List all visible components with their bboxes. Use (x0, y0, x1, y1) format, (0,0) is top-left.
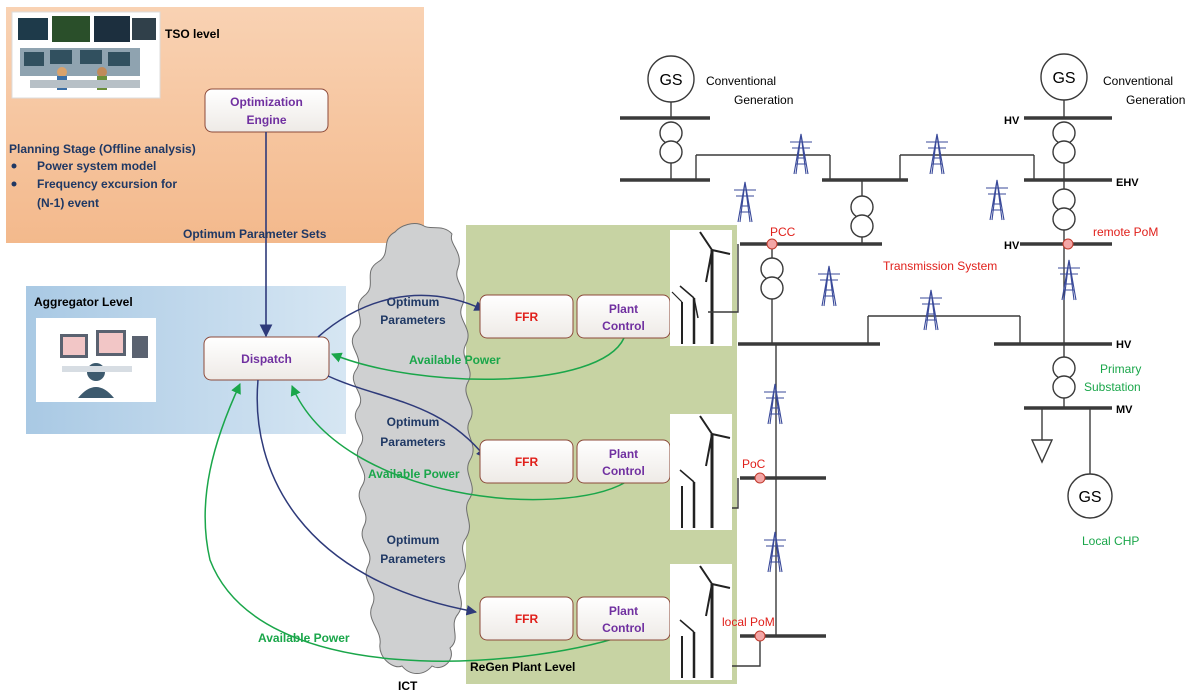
arrow-plant2-available-power (290, 385, 627, 501)
hv-label-lower: HV (1116, 339, 1132, 351)
ffr-label-1: FFR (515, 310, 539, 324)
bullet-icon (11, 163, 17, 169)
plant-control-node-3[interactable]: Plant Control (576, 596, 671, 641)
aggregator-operator-icon (36, 318, 156, 402)
remote-pom-point (1062, 238, 1074, 250)
ehv-label: EHV (1116, 177, 1139, 189)
pcc-point (766, 238, 778, 250)
optimum-parameters-1-line1: Optimum (387, 295, 440, 309)
plant-control-3-line1: Plant (609, 604, 638, 618)
ffr-label-3: FFR (515, 612, 539, 626)
ffr-label-2: FFR (515, 455, 539, 469)
ffr-node-3[interactable]: FFR (479, 596, 574, 641)
transmission-tower-icon (734, 181, 756, 223)
arrow-dispatch-to-ffr-3 (256, 379, 478, 616)
ffr-node-2[interactable]: FFR (479, 439, 574, 484)
available-power-3-label: Available Power (258, 631, 350, 645)
tower-icons (734, 133, 1080, 573)
arrow-dispatch-to-ffr-2 (327, 375, 487, 459)
transmission-tower-icon (926, 133, 948, 175)
optimization-engine-node[interactable]: Optimization Engine (204, 88, 329, 133)
arrow-dispatch-to-ffr-1 (317, 294, 485, 338)
ict-label: ICT (398, 679, 418, 693)
generator-icon (1067, 473, 1113, 519)
wind-turbine-icon (670, 564, 732, 680)
transmission-tower-icon (818, 265, 840, 307)
dispatch-node[interactable]: Dispatch (203, 336, 330, 381)
optimum-parameter-sets-label: Optimum Parameter Sets (183, 227, 327, 241)
optimum-parameters-3-line2: Parameters (380, 552, 446, 566)
poc-label: PoC (742, 457, 766, 471)
available-power-1-label: Available Power (409, 353, 501, 367)
transmission-tower-icon (764, 383, 786, 425)
local-chp-label: Local CHP (1082, 534, 1139, 548)
optimization-engine-line2: Engine (246, 113, 286, 127)
transmission-tower-icon (986, 179, 1008, 221)
primary-substation-line2: Substation (1084, 380, 1141, 394)
planning-item-3: (N-1) event (37, 196, 99, 210)
optimum-parameters-2-line1: Optimum (387, 415, 440, 429)
transmission-tower-icon (764, 531, 786, 573)
optimization-engine-line1: Optimization (230, 95, 303, 109)
transmission-tower-icon (920, 289, 942, 331)
control-room-illustration (11, 11, 161, 99)
conventional-generation-left-2: Generation (734, 93, 793, 107)
tso-title: TSO level (165, 27, 220, 41)
tso-level-panel: TSO level Optimization Engine Planning S… (6, 7, 424, 243)
planning-item-1: Power system model (37, 159, 156, 173)
plant-control-1-line1: Plant (609, 302, 638, 316)
primary-substation-line1: Primary (1100, 362, 1141, 376)
optimum-parameters-1-line2: Parameters (380, 313, 446, 327)
planning-stage-title: Planning Stage (Offline analysis) (9, 142, 196, 156)
mv-label: MV (1116, 404, 1133, 416)
plant-control-1-line2: Control (602, 319, 645, 333)
optimum-parameters-3-line1: Optimum (387, 533, 440, 547)
planning-item-2: Frequency excursion for (37, 177, 177, 191)
arrow-plant3-available-power (204, 383, 627, 662)
conventional-generation-left-1: Conventional (706, 74, 776, 88)
regen-title: ReGen Plant Level (470, 660, 575, 674)
ffr-node-1[interactable]: FFR (479, 294, 574, 339)
remote-pom-label: remote PoM (1093, 225, 1158, 239)
conventional-generation-right-1: Conventional (1103, 74, 1173, 88)
transmission-tower-icon (1058, 259, 1080, 301)
hv-label-mid: HV (1004, 240, 1020, 252)
pcc-label: PCC (770, 225, 796, 239)
hv-label-top: HV (1004, 115, 1020, 127)
aggregator-title: Aggregator Level (34, 295, 133, 309)
plant-control-node-1[interactable]: Plant Control (576, 294, 671, 339)
conventional-generation-right-2: Generation (1126, 93, 1185, 107)
local-pom-point (754, 630, 766, 642)
arrow-plant1-available-power (331, 337, 625, 380)
ict-cloud (351, 223, 474, 674)
bullet-icon (11, 181, 17, 187)
aggregator-level-panel: Aggregator Level Dispatch (26, 286, 346, 434)
plant-control-2-line1: Plant (609, 447, 638, 461)
poc-point (754, 472, 766, 484)
plant-control-node-2[interactable]: Plant Control (576, 439, 671, 484)
transmission-tower-icon (790, 133, 812, 175)
gs-label-chp: GS (1078, 489, 1101, 506)
wind-turbine-icon (670, 230, 732, 346)
optimum-parameters-2-line2: Parameters (380, 435, 446, 449)
dispatch-label: Dispatch (241, 352, 292, 366)
available-power-2-label: Available Power (368, 467, 460, 481)
gs-label-right: GS (1052, 70, 1075, 87)
gs-label-left: GS (659, 72, 682, 89)
plant-control-3-line2: Control (602, 621, 645, 635)
local-pom-label: local PoM (722, 615, 775, 629)
wind-turbine-icon (670, 414, 732, 530)
transmission-system-label: Transmission System (883, 259, 997, 273)
plant-control-2-line2: Control (602, 464, 645, 478)
